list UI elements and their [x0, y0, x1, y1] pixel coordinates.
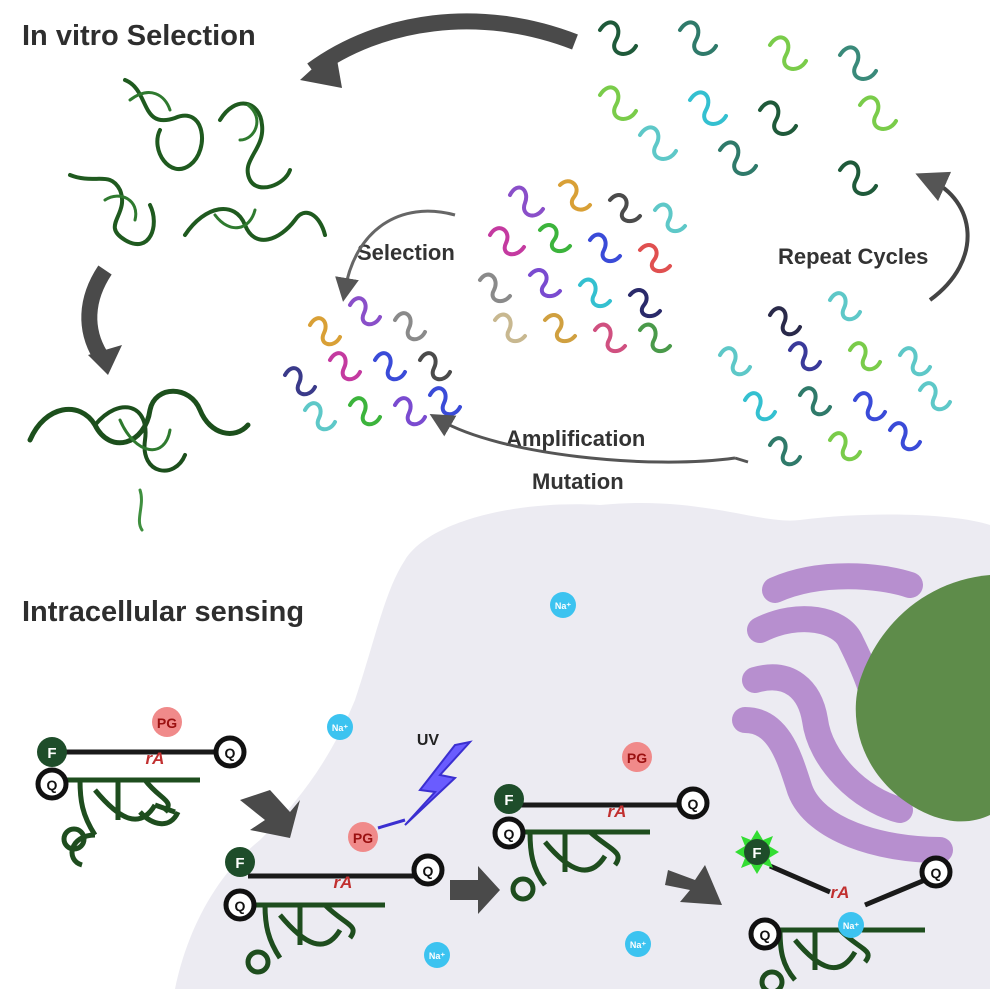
cleavage-site-label: rA: [608, 802, 627, 821]
quencher-label: Q: [235, 898, 246, 914]
selected-pool: [285, 298, 460, 429]
quencher-label: Q: [423, 863, 434, 879]
cleavage-site-label: rA: [334, 873, 353, 892]
pg-label: PG: [353, 830, 373, 846]
ion-label: Na⁺: [630, 940, 647, 950]
selected-aptamer-cluster: [70, 80, 325, 244]
ion-label: Na⁺: [843, 921, 860, 931]
repeat-cycles-arrow: [930, 180, 968, 300]
random-library-pool: [480, 181, 685, 351]
amplification-arrow: [440, 420, 735, 462]
amplified-pool: [720, 293, 950, 464]
ion-label: Na⁺: [555, 601, 572, 611]
process-arrow-1: [240, 790, 300, 838]
ion-label: Na⁺: [429, 951, 446, 961]
quencher-label: Q: [931, 865, 942, 881]
fluorophore-label: F: [752, 845, 761, 862]
return-arc-arrow: [312, 21, 575, 70]
down-arrow: [89, 270, 105, 355]
cleavage-site-label: rA: [146, 749, 165, 768]
quencher-label: Q: [225, 745, 236, 761]
quencher-label: Q: [760, 927, 771, 943]
return-arc-arrowhead: [300, 48, 342, 88]
pg-label: PG: [627, 750, 647, 766]
ion-label: Na⁺: [332, 723, 349, 733]
quencher-label: Q: [504, 826, 515, 842]
cleavage-site-label: rA: [831, 883, 850, 902]
amplification-arrow-tail: [735, 458, 748, 462]
uv-label: UV: [417, 732, 440, 749]
final-aptamer: [30, 391, 248, 530]
fluorophore-label: F: [504, 792, 513, 809]
evolved-pool: [600, 22, 896, 194]
fluorophore-label: F: [47, 745, 56, 762]
selection-arrow: [345, 211, 455, 290]
fluorophore-label: F: [235, 855, 244, 872]
quencher-label: Q: [688, 796, 699, 812]
probe-caged-1: F Q Q rA PG: [37, 707, 244, 865]
quencher-label: Q: [47, 777, 58, 793]
pg-label: PG: [157, 715, 177, 731]
